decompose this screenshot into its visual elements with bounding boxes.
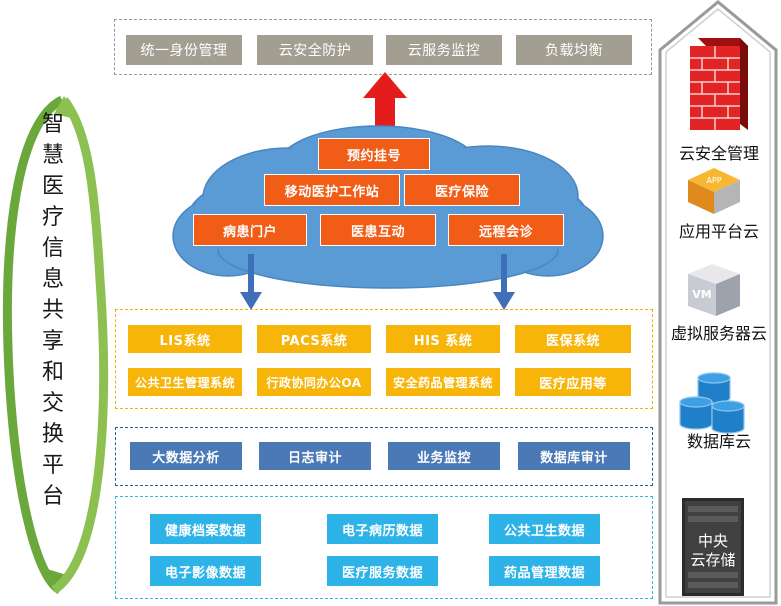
label-db-cloud: 数据库云 [686, 432, 751, 451]
green-arrow-up [51, 97, 109, 594]
app-mobile-station: 移动医护工作站 [264, 174, 400, 206]
systems-group [115, 309, 653, 409]
storage-label-line1: 中央 [697, 532, 728, 550]
database-icon [679, 372, 745, 434]
vertical-title-char: 信 [41, 236, 64, 261]
system-public-health: 公共卫生管理系统 [128, 368, 242, 396]
operations-group [115, 427, 653, 486]
system-his: HIS 系统 [386, 325, 500, 353]
red-up-arrow [363, 72, 407, 130]
service-load-balance: 负载均衡 [516, 35, 632, 65]
data-drug-management: 药品管理数据 [489, 556, 600, 586]
data-stores-group [115, 496, 653, 599]
vertical-title-char: 和 [41, 360, 64, 385]
vertical-title-char: 慧 [41, 143, 64, 168]
system-medical-apps: 医疗应用等 [515, 368, 631, 396]
service-monitor: 云服务监控 [386, 35, 502, 65]
vertical-title-char: 息 [41, 267, 64, 292]
service-security: 云安全防护 [257, 35, 373, 65]
label-vm-cloud: 虚拟服务器云 [670, 324, 767, 343]
system-drug-safety: 安全药品管理系统 [386, 368, 500, 396]
data-imaging: 电子影像数据 [150, 556, 261, 586]
vertical-title: 智慧医疗信息共享和交换平台 [40, 112, 66, 515]
vertical-title-char: 换 [41, 422, 64, 447]
green-arrow-down [2, 95, 65, 595]
op-log-audit: 日志审计 [259, 442, 371, 470]
op-db-audit: 数据库审计 [518, 442, 630, 470]
app-appointment: 预约挂号 [318, 138, 430, 170]
blue-down-arrow-left [240, 254, 262, 310]
app-platform-icon: APP [688, 168, 740, 214]
storage-label: 中央 云存储 [682, 532, 744, 570]
label-security-mgmt: 云安全管理 [678, 144, 759, 163]
op-big-data: 大数据分析 [130, 442, 242, 470]
system-pacs: PACS系统 [257, 325, 371, 353]
op-business-monitor: 业务监控 [388, 442, 500, 470]
vm-icon-text: VM [692, 288, 711, 301]
vertical-title-char: 台 [41, 484, 64, 509]
app-doctor-patient: 医患互动 [320, 214, 436, 246]
app-patient-portal: 病患门户 [193, 214, 307, 246]
data-emr: 电子病历数据 [327, 514, 438, 544]
app-remote-consult: 远程会诊 [448, 214, 564, 246]
vm-server-icon: VM [688, 264, 740, 316]
app-icon-text: APP [706, 176, 721, 185]
label-app-platform: 应用平台云 [678, 222, 759, 241]
vertical-title-char: 享 [41, 329, 64, 354]
firewall-icon [690, 38, 748, 130]
service-identity: 统一身份管理 [126, 35, 242, 65]
cycle-arrows [2, 95, 109, 595]
vertical-title-char: 平 [41, 453, 64, 478]
system-lis: LIS系统 [128, 325, 242, 353]
vertical-title-char: 交 [41, 391, 64, 416]
vertical-title-char: 共 [41, 298, 64, 323]
system-insurance: 医保系统 [515, 325, 631, 353]
vertical-title-char: 疗 [41, 205, 64, 230]
app-insurance: 医疗保险 [404, 174, 520, 206]
blue-down-arrow-right [493, 254, 515, 310]
vertical-title-char: 智 [41, 112, 64, 137]
data-public-health: 公共卫生数据 [489, 514, 600, 544]
data-health-records: 健康档案数据 [150, 514, 261, 544]
data-medical-service: 医疗服务数据 [327, 556, 438, 586]
system-office-oa: 行政协同办公OA [257, 368, 371, 396]
vertical-title-char: 医 [41, 174, 64, 199]
storage-label-line2: 云存储 [690, 551, 736, 569]
storage-rack-icon [682, 498, 744, 596]
